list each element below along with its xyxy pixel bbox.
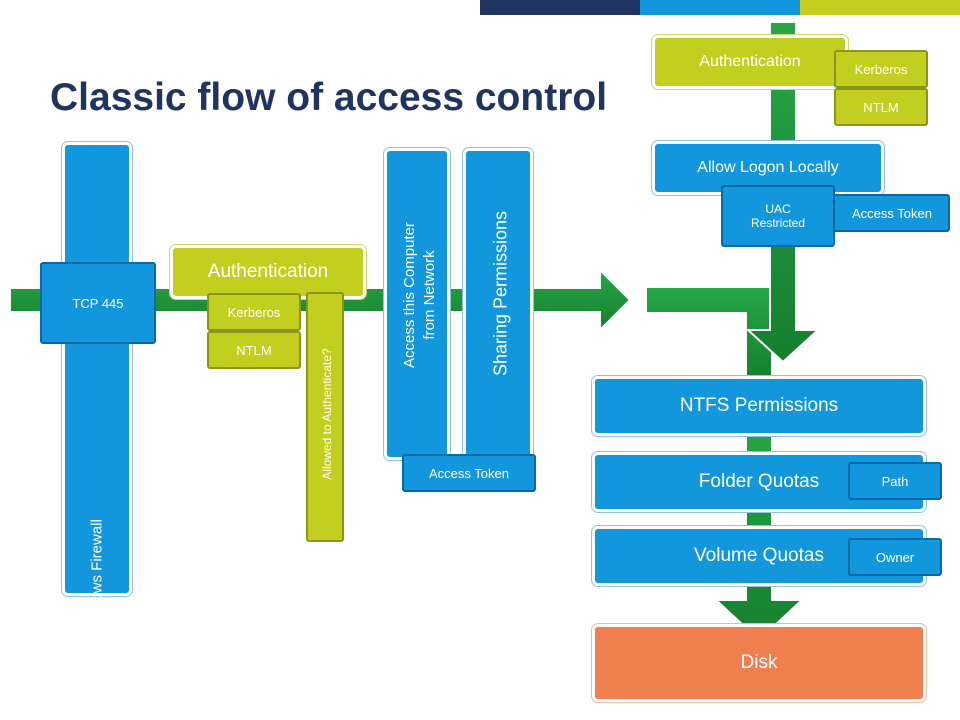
path-box: Path bbox=[848, 462, 942, 500]
windows-firewall-block: Windows Firewall bbox=[62, 142, 132, 636]
kerberos-local-box: Kerberos bbox=[834, 50, 928, 88]
uac-restricted-box: UAC Restricted bbox=[721, 185, 835, 247]
kerberos-main-label: Kerberos bbox=[227, 304, 281, 320]
access-token-network-label: Access Token bbox=[429, 465, 509, 481]
kerberos-main-box: Kerberos bbox=[207, 293, 301, 331]
ntfs-permissions-label: NTFS Permissions bbox=[679, 395, 839, 416]
access-this-computer-line2: from Network bbox=[421, 250, 438, 340]
authentication-main-box: Authentication bbox=[170, 245, 366, 299]
windows-firewall-label: Windows Firewall bbox=[88, 519, 106, 636]
top-bar-navy bbox=[480, 0, 640, 15]
volume-quotas-label: Volume Quotas bbox=[694, 545, 824, 566]
tcp-445-label: TCP 445 bbox=[72, 295, 124, 311]
authentication-local-label: Authentication bbox=[699, 53, 801, 70]
tcp-445-box: TCP 445 bbox=[40, 262, 156, 344]
allow-logon-locally-label: Allow Logon Locally bbox=[697, 159, 839, 176]
access-this-computer-label: Access this Computer from Network bbox=[400, 145, 440, 445]
top-bar-blue bbox=[640, 0, 800, 15]
ntlm-main-box: NTLM bbox=[207, 331, 301, 369]
access-token-local-label: Access Token bbox=[852, 205, 932, 221]
access-token-local-box: Access Token bbox=[826, 194, 950, 232]
access-token-network-box: Access Token bbox=[402, 454, 536, 492]
ntlm-main-label: NTLM bbox=[236, 342, 272, 358]
owner-box: Owner bbox=[848, 538, 942, 576]
uac-restricted-line1: UAC bbox=[765, 202, 791, 216]
page-title: Classic flow of access control bbox=[50, 76, 608, 119]
ntlm-local-label: NTLM bbox=[863, 99, 899, 115]
disk-label: Disk bbox=[740, 652, 778, 673]
kerberos-local-label: Kerberos bbox=[854, 61, 908, 77]
disk-box: Disk bbox=[592, 624, 926, 702]
allowed-to-authenticate-box: Allowed to Authenticate? bbox=[306, 292, 344, 542]
sharing-permissions-label: Sharing Permissions bbox=[490, 210, 511, 377]
authentication-local-box: Authentication bbox=[652, 35, 848, 89]
ntfs-permissions-box: NTFS Permissions bbox=[592, 376, 926, 436]
top-bar-lime bbox=[800, 0, 960, 15]
folder-quotas-label: Folder Quotas bbox=[698, 471, 820, 492]
access-this-computer-block: Access this Computer from Network bbox=[384, 148, 450, 460]
access-this-computer-line1: Access this Computer bbox=[401, 222, 418, 368]
owner-label: Owner bbox=[875, 549, 915, 565]
ntlm-local-box: NTLM bbox=[834, 88, 928, 126]
path-label: Path bbox=[881, 473, 909, 489]
uac-restricted-line2: Restricted bbox=[750, 216, 806, 230]
allowed-to-authenticate-label: Allowed to Authenticate? bbox=[320, 348, 334, 480]
sharing-permissions-block: Sharing Permissions bbox=[463, 148, 533, 460]
authentication-main-label: Authentication bbox=[207, 261, 329, 282]
